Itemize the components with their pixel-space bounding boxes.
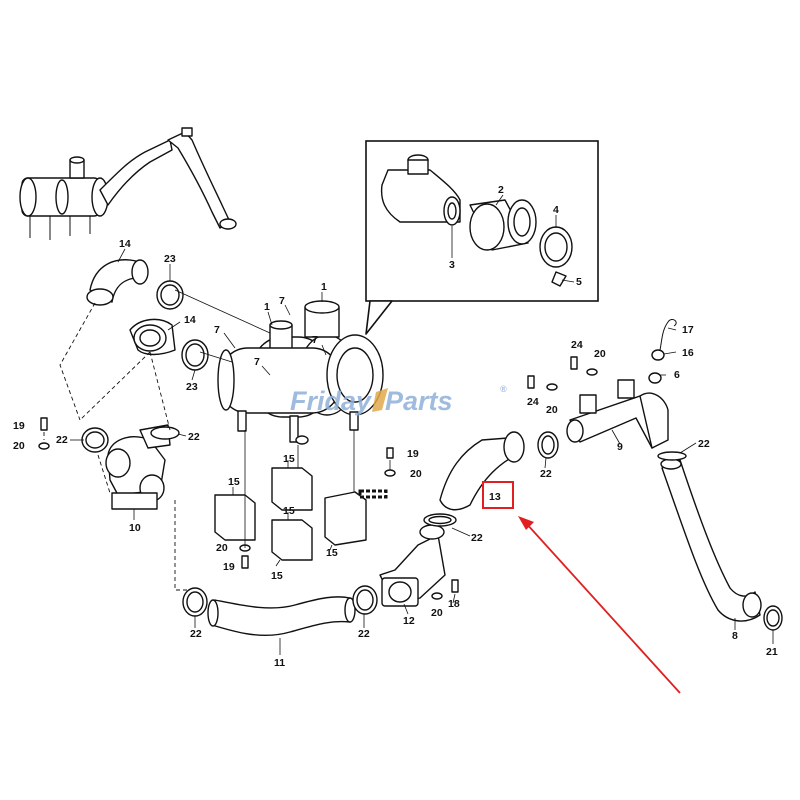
label-7: 7 bbox=[254, 356, 260, 368]
label-13: 13 bbox=[489, 491, 501, 503]
hardware bbox=[38, 356, 598, 600]
label-1: 1 bbox=[321, 281, 327, 293]
label-22: 22 bbox=[56, 434, 68, 446]
routing-lines bbox=[43, 289, 391, 591]
label-4: 4 bbox=[553, 204, 559, 216]
highlight-box bbox=[482, 481, 514, 509]
label-3: 3 bbox=[449, 259, 455, 271]
inlet-elbows bbox=[86, 259, 209, 371]
label-15: 15 bbox=[271, 570, 283, 582]
label-1: 1 bbox=[264, 301, 270, 313]
label-22: 22 bbox=[188, 431, 200, 443]
label-15: 15 bbox=[228, 476, 240, 488]
elbow-12 bbox=[379, 513, 457, 607]
air-cleaner-assembly bbox=[217, 300, 384, 445]
pipe-9 bbox=[566, 319, 677, 449]
label-23: 23 bbox=[186, 381, 198, 393]
label-20: 20 bbox=[594, 348, 606, 360]
label-15: 15 bbox=[283, 505, 295, 517]
watermark: Friday Parts ® bbox=[290, 384, 507, 416]
label-21: 21 bbox=[766, 646, 778, 658]
label-2: 2 bbox=[498, 184, 504, 196]
label-10: 10 bbox=[129, 522, 141, 534]
label-7: 7 bbox=[279, 295, 285, 307]
label-20: 20 bbox=[216, 542, 228, 554]
label-6: 6 bbox=[674, 369, 680, 381]
label-15: 15 bbox=[326, 547, 338, 559]
label-14: 14 bbox=[184, 314, 196, 326]
watermark-registered-mark: ® bbox=[500, 384, 507, 394]
pipe-8 bbox=[657, 451, 783, 631]
label-22: 22 bbox=[471, 532, 483, 544]
label-8: 8 bbox=[732, 630, 738, 642]
highlight bbox=[482, 481, 681, 694]
label-24: 24 bbox=[571, 339, 583, 351]
highlight-arrow-head bbox=[518, 516, 534, 530]
watermark-swoosh-icon bbox=[372, 388, 388, 412]
label-16: 16 bbox=[682, 347, 694, 359]
label-15: 15 bbox=[283, 453, 295, 465]
label-12: 12 bbox=[403, 615, 415, 627]
label-17: 17 bbox=[682, 324, 694, 336]
label-20: 20 bbox=[13, 440, 25, 452]
hose-13 bbox=[439, 431, 559, 511]
watermark-text-parts: Parts bbox=[385, 386, 453, 416]
label-20: 20 bbox=[431, 607, 443, 619]
inset-detail bbox=[365, 140, 599, 335]
label-11: 11 bbox=[274, 657, 285, 669]
highlight-arrow bbox=[524, 521, 681, 694]
brackets bbox=[214, 467, 388, 561]
label-22: 22 bbox=[190, 628, 202, 640]
callout-labels: 1 1 2 3 4 5 6 7 7 7 7 8 9 10 11 12 13 14… bbox=[13, 184, 778, 669]
label-22: 22 bbox=[540, 468, 552, 480]
label-19: 19 bbox=[223, 561, 235, 573]
y-connector bbox=[81, 424, 180, 510]
leader-lines bbox=[70, 194, 774, 655]
label-19: 19 bbox=[407, 448, 419, 460]
label-22: 22 bbox=[698, 438, 710, 450]
label-9: 9 bbox=[617, 441, 623, 453]
label-24: 24 bbox=[527, 396, 539, 408]
label-23: 23 bbox=[164, 253, 176, 265]
label-20: 20 bbox=[410, 468, 422, 480]
label-20: 20 bbox=[546, 404, 558, 416]
watermark-text-friday: Friday bbox=[290, 386, 373, 416]
label-19: 19 bbox=[13, 420, 25, 432]
label-22: 22 bbox=[358, 628, 370, 640]
overview-thumbnail bbox=[19, 127, 237, 240]
label-7: 7 bbox=[312, 334, 318, 346]
label-14: 14 bbox=[119, 238, 131, 250]
label-18: 18 bbox=[448, 598, 460, 610]
label-7: 7 bbox=[214, 324, 220, 336]
hose-11 bbox=[182, 585, 378, 637]
label-5: 5 bbox=[576, 276, 582, 288]
